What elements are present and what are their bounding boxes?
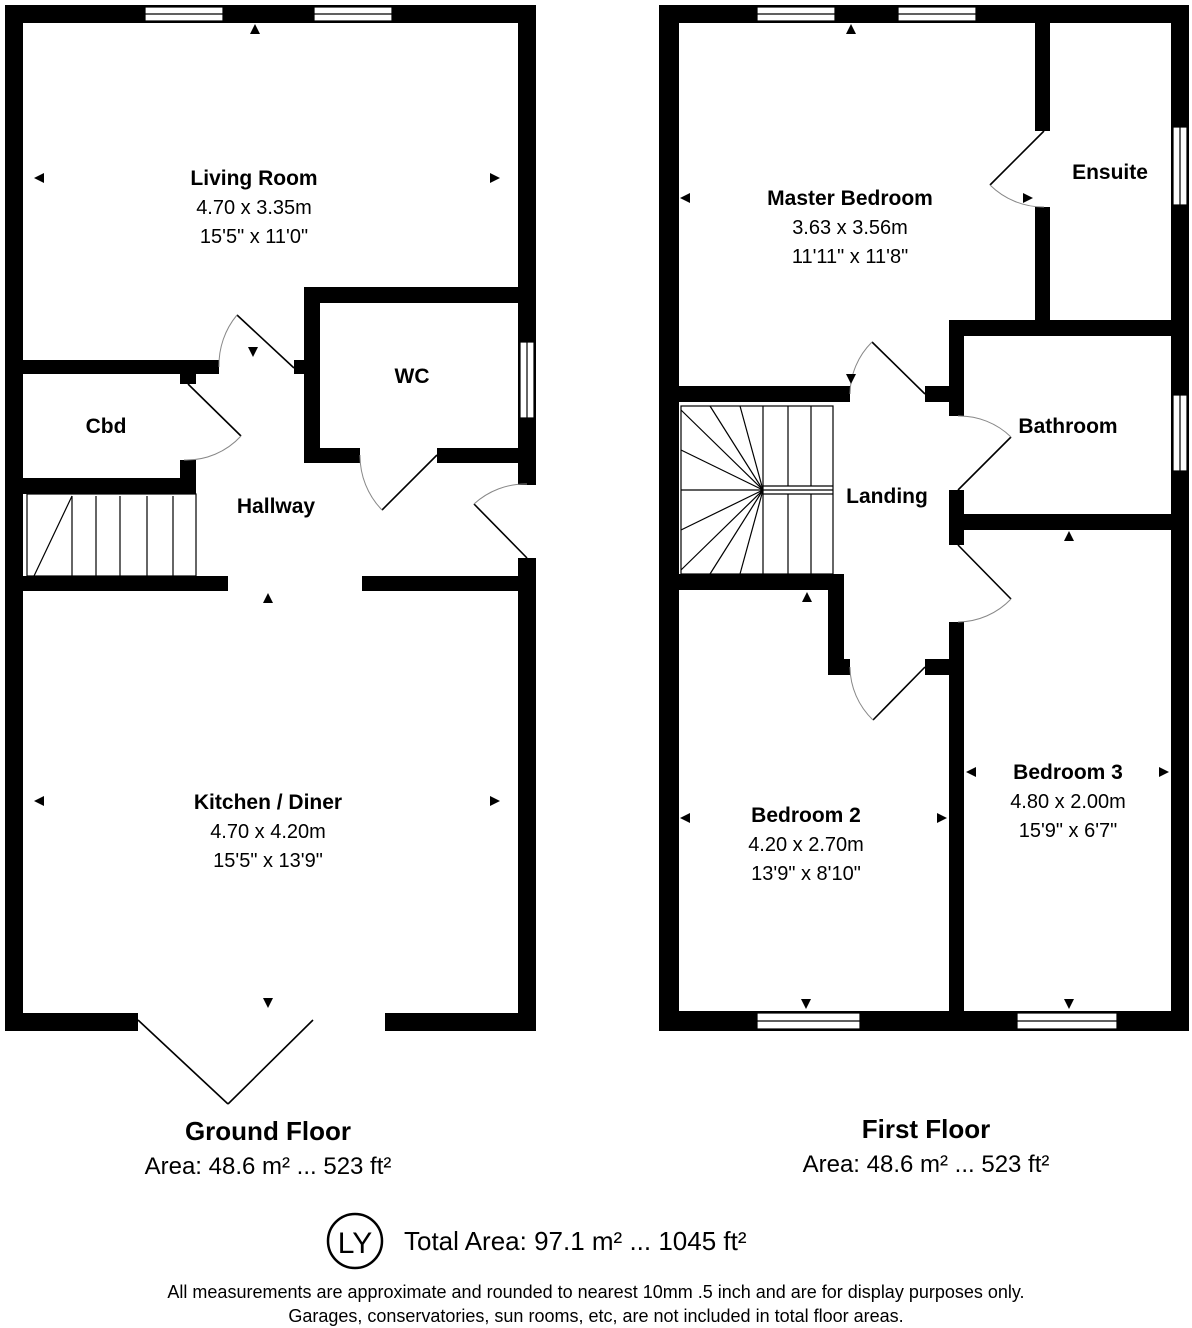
kitchen-diner-name: Kitchen / Diner [194,791,342,814]
master-bedroom-imperial: 11'11" x 11'8" [792,246,908,268]
gf-wall-bottom-left [5,1013,138,1031]
total-area: Total Area: 97.1 m² ... 1045 ft² [404,1226,747,1256]
gf-wall-bottom-right [385,1013,536,1031]
gf-wall-right-lower [518,558,536,1031]
gf-wall-wc-top [304,287,518,303]
ground-floor-area: Area: 48.6 m² ... 523 ft² [145,1153,392,1180]
gf-wall-wc-left [304,287,320,463]
gf-wall-cbd-bottom [23,478,196,494]
disclaimer-line-1: All measurements are approximate and rou… [167,1282,1024,1302]
living-room-name: Living Room [190,167,317,190]
logo-text: LY [338,1227,372,1260]
ff-doors [849,130,1045,721]
bathroom-name: Bathroom [1018,415,1117,438]
ground-floor-plan: Living Room 4.70 x 3.35m 15'5" x 11'0" C… [5,5,536,1105]
ff-wall-master-bottom [679,386,850,402]
ff-markers [680,24,1169,1009]
kitchen-diner-metric: 4.70 x 4.20m [210,821,326,843]
bedroom-2-metric: 4.20 x 2.70m [748,834,864,856]
disclaimer-line-2: Garages, conservatories, sun rooms, etc,… [288,1306,903,1326]
bedroom-3-metric: 4.80 x 2.00m [1010,791,1126,813]
ff-wall-left [659,5,679,1031]
gf-markers [34,24,500,1008]
landing-name: Landing [846,485,928,508]
wc-name: WC [395,365,430,388]
ff-wall-bathroom-top [949,320,1171,336]
ff-wall-bathroom-bottom [949,514,1171,530]
bedroom-3-name: Bedroom 3 [1013,761,1123,784]
living-room-metric: 4.70 x 3.35m [196,197,312,219]
ground-floor-title: Ground Floor [185,1116,351,1146]
gf-stairs [26,493,197,577]
gf-wall-top [5,5,536,23]
cbd-name: Cbd [86,415,127,438]
first-floor-plan: Master Bedroom 3.63 x 3.56m 11'11" x 11'… [659,5,1189,1031]
living-room-imperial: 15'5" x 11'0" [200,226,308,248]
ff-wall-bed2-top [679,574,844,590]
gf-doors [137,314,528,1105]
bedroom-2-imperial: 13'9" x 8'10" [751,863,861,885]
ly-logo: LY [326,1212,384,1270]
master-bedroom-name: Master Bedroom [767,187,933,210]
gf-wall-kitchen-top-right [362,576,518,591]
ff-stairs [680,405,834,575]
bedroom-3-imperial: 15'9" x 6'7" [1019,820,1118,842]
kitchen-diner-imperial: 15'5" x 13'9" [213,850,323,872]
ff-wall-right [1171,5,1189,1031]
bedroom-2-name: Bedroom 2 [751,804,861,827]
gf-wall-living-bottom [23,360,219,374]
master-bedroom-metric: 3.63 x 3.56m [792,217,908,239]
ff-wall-bed3-left [949,622,964,1011]
ensuite-name: Ensuite [1072,161,1148,184]
first-floor-title: First Floor [862,1114,991,1144]
gf-wall-kitchen-top-left [23,576,228,591]
first-floor-area: Area: 48.6 m² ... 523 ft² [803,1151,1050,1178]
hallway-name: Hallway [237,495,316,518]
gf-wall-left [5,5,23,1031]
